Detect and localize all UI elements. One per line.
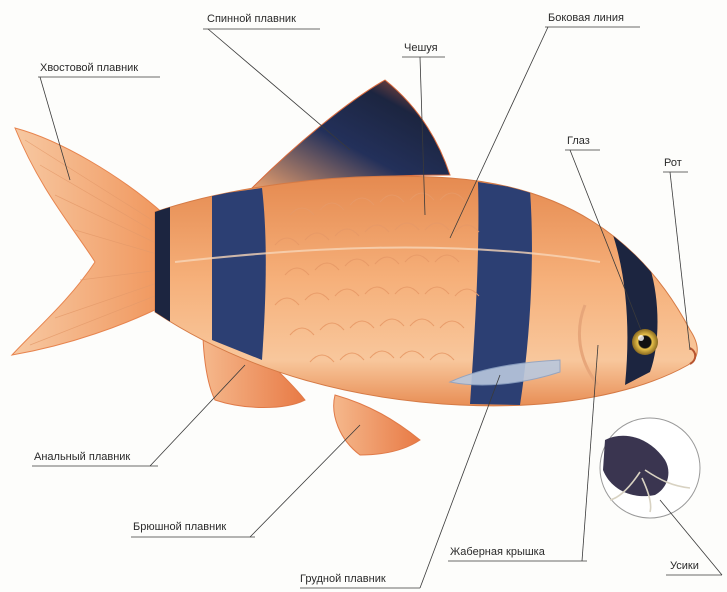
label-scales: Чешуя <box>404 42 438 54</box>
label-dorsal-fin: Спинной плавник <box>207 13 296 25</box>
dorsal-fin <box>250 80 450 190</box>
label-gill-cover: Жаберная крышка <box>450 546 546 558</box>
label-eye: Глаз <box>567 135 590 147</box>
pelvic-fin <box>334 395 420 455</box>
label-barbels: Усики <box>670 560 699 572</box>
label-mouth: Рот <box>664 157 682 169</box>
label-caudal-fin: Хвостовой плавник <box>40 62 138 74</box>
label-pelvic-fin: Брюшной плавник <box>133 521 226 533</box>
caudal-fin <box>12 128 165 355</box>
label-lateral-line: Боковая линия <box>548 12 624 24</box>
eye <box>632 329 658 355</box>
body-band-1 <box>212 188 266 360</box>
label-anal-fin: Анальный плавник <box>34 451 130 463</box>
label-pectoral-fin: Грудной плавник <box>300 573 386 585</box>
